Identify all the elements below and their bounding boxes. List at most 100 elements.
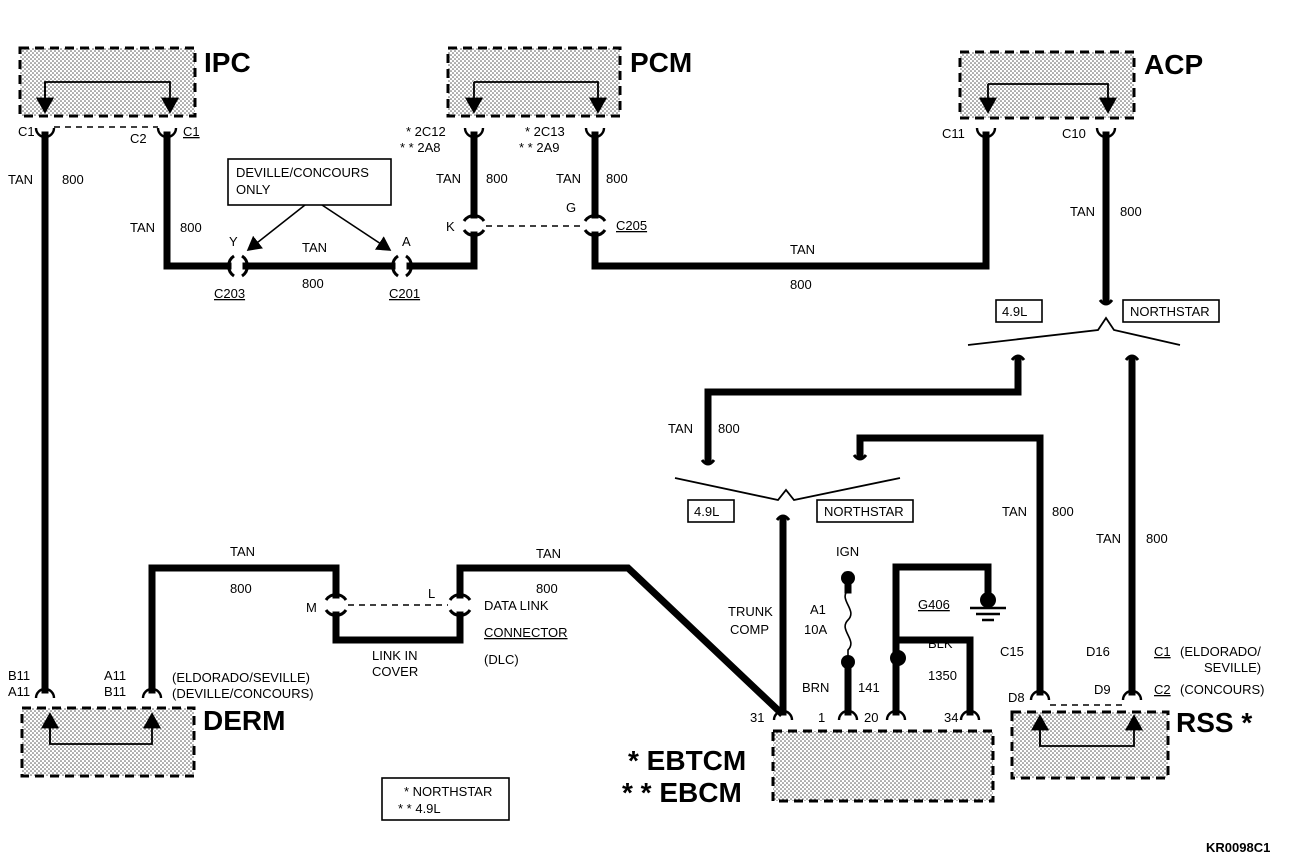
l49-upper: 4.9L — [1002, 304, 1027, 319]
legend-northstar: * NORTHSTAR — [404, 784, 492, 799]
acp-label: ACP — [1144, 49, 1203, 80]
northstar-upper: NORTHSTAR — [1130, 304, 1210, 319]
wire-color-blk: BLK — [928, 636, 953, 651]
wire-color: TAN — [130, 220, 155, 235]
pin-rss-c1: C1 — [1154, 644, 1171, 659]
connector-c205: C205 — [616, 218, 647, 233]
wire-labels: TAN 800 TAN 800 TAN 800 TAN 800 TAN 800 … — [8, 171, 1168, 695]
ipc-module: IPC — [18, 46, 251, 118]
ipc-label: IPC — [204, 47, 251, 78]
rss-module: RSS * — [1010, 707, 1252, 780]
pin-eb-20: 20 — [864, 710, 878, 725]
fuse-line1: A1 — [810, 602, 826, 617]
fuse-splice-icon — [841, 655, 855, 669]
pin-rss-c2: C2 — [1154, 682, 1171, 697]
deville-only-line2: ONLY — [236, 182, 271, 197]
fuse-icon — [844, 589, 852, 660]
wire-color: TAN — [536, 546, 561, 561]
ground-icon — [970, 592, 1006, 622]
link-line1: LINK IN — [372, 648, 418, 663]
wire-color: TAN — [230, 544, 255, 559]
wire-circuit: 800 — [230, 581, 252, 596]
l49-box-lower — [687, 499, 735, 523]
pin-m: M — [306, 600, 317, 615]
pin-pcm-2a8: * * 2A8 — [400, 140, 440, 155]
trunk-line2: COMP — [730, 622, 769, 637]
wire-circuit: 800 — [1120, 204, 1142, 219]
wire-circuit: 800 — [606, 171, 628, 186]
pin-eb-34: 34 — [944, 710, 958, 725]
pin-y: Y — [229, 234, 238, 249]
deville-only-box — [227, 158, 392, 206]
wire-circuit: 800 — [486, 171, 508, 186]
pin-eb-31: 31 — [750, 710, 764, 725]
pin-acp-c10: C10 — [1062, 126, 1086, 141]
rss-eldorado-1: (ELDORADO/ — [1180, 644, 1261, 659]
wire-circuit: 800 — [180, 220, 202, 235]
wire-color: TAN — [8, 172, 33, 187]
ebcm-label: * * EBCM — [622, 777, 742, 808]
wire-color: TAN — [302, 240, 327, 255]
connector-g406: G406 — [918, 597, 950, 612]
ign-label: IGN — [836, 544, 859, 559]
wire-color-brn: BRN — [802, 680, 829, 695]
pin-pcm-2a9: * * 2A9 — [519, 140, 559, 155]
l49-box-upper — [995, 299, 1043, 323]
pin-g: G — [566, 200, 576, 215]
rss-eldorado-2: SEVILLE) — [1204, 660, 1261, 675]
ebtcm-ebcm-module: * EBTCM * * EBCM — [622, 729, 995, 808]
l49-lower: 4.9L — [694, 504, 719, 519]
wire-circuit: 800 — [62, 172, 84, 187]
pin-ipc-c1: C1 — [18, 124, 35, 139]
pin-l: L — [428, 586, 435, 601]
derm-module: DERM — [20, 705, 285, 778]
pin-rss-d9: D9 — [1094, 682, 1111, 697]
wire-circuit: 800 — [718, 421, 740, 436]
wire-color: TAN — [790, 242, 815, 257]
pin-rss-d8: D8 — [1008, 690, 1025, 705]
wire-color: TAN — [1002, 504, 1027, 519]
wire-color: TAN — [1070, 204, 1095, 219]
ebtcm-label: * EBTCM — [628, 745, 746, 776]
legend-box — [381, 777, 510, 821]
callout-arrow-c201 — [321, 204, 392, 251]
dlc-line3: (DLC) — [484, 652, 519, 667]
terminal-cups — [34, 127, 1143, 721]
pin-derm-a11: A11 — [8, 684, 30, 699]
derm-deville: (DEVILLE/CONCOURS) — [172, 686, 314, 701]
pin-rss-c15: C15 — [1000, 644, 1024, 659]
pin-labels: C1 C2 C1 * 2C12 * * 2A8 * 2C13 * * 2A9 C… — [8, 124, 1171, 725]
pin-derm-a11b: A11 — [104, 668, 126, 683]
dlc-line2: CONNECTOR — [484, 625, 568, 640]
connector-c201: C201 — [389, 286, 420, 301]
legend-49l: * * 4.9L — [398, 801, 441, 816]
wire-circuit-1350: 1350 — [928, 668, 957, 683]
pin-pcm-2c12: * 2C12 — [406, 124, 446, 139]
wire-circuit-141: 141 — [858, 680, 880, 695]
lower-brace — [674, 477, 901, 501]
pin-ipc-c2: C2 — [130, 131, 147, 146]
deville-only-line1: DEVILLE/CONCOURS — [236, 165, 369, 180]
pin-pcm-2c13: * 2C13 — [525, 124, 565, 139]
wires — [41, 131, 1136, 717]
wire-color: TAN — [668, 421, 693, 436]
fuse-line2: 10A — [804, 622, 827, 637]
inline-connectors — [227, 214, 1140, 617]
pin-rss-d16: D16 — [1086, 644, 1110, 659]
upper-brace — [967, 316, 1181, 346]
wire-color: TAN — [556, 171, 581, 186]
figure-id: KR0098C1 — [1206, 840, 1270, 855]
pin-a: A — [402, 234, 411, 249]
ign-splice-icon — [841, 571, 855, 585]
rss-concours: (CONCOURS) — [1180, 682, 1265, 697]
connector-labels: C203 C201 C205 G406 — [214, 218, 950, 612]
link-line2: COVER — [372, 664, 418, 679]
northstar-box-lower — [816, 499, 914, 523]
wire-circuit: 800 — [1146, 531, 1168, 546]
pin-acp-c11: C11 — [942, 126, 965, 141]
g406-bg — [918, 596, 956, 612]
dlc-line1: DATA LINK — [484, 598, 549, 613]
pin-ipc-c1b: C1 — [183, 124, 200, 139]
wire-circuit: 800 — [536, 581, 558, 596]
